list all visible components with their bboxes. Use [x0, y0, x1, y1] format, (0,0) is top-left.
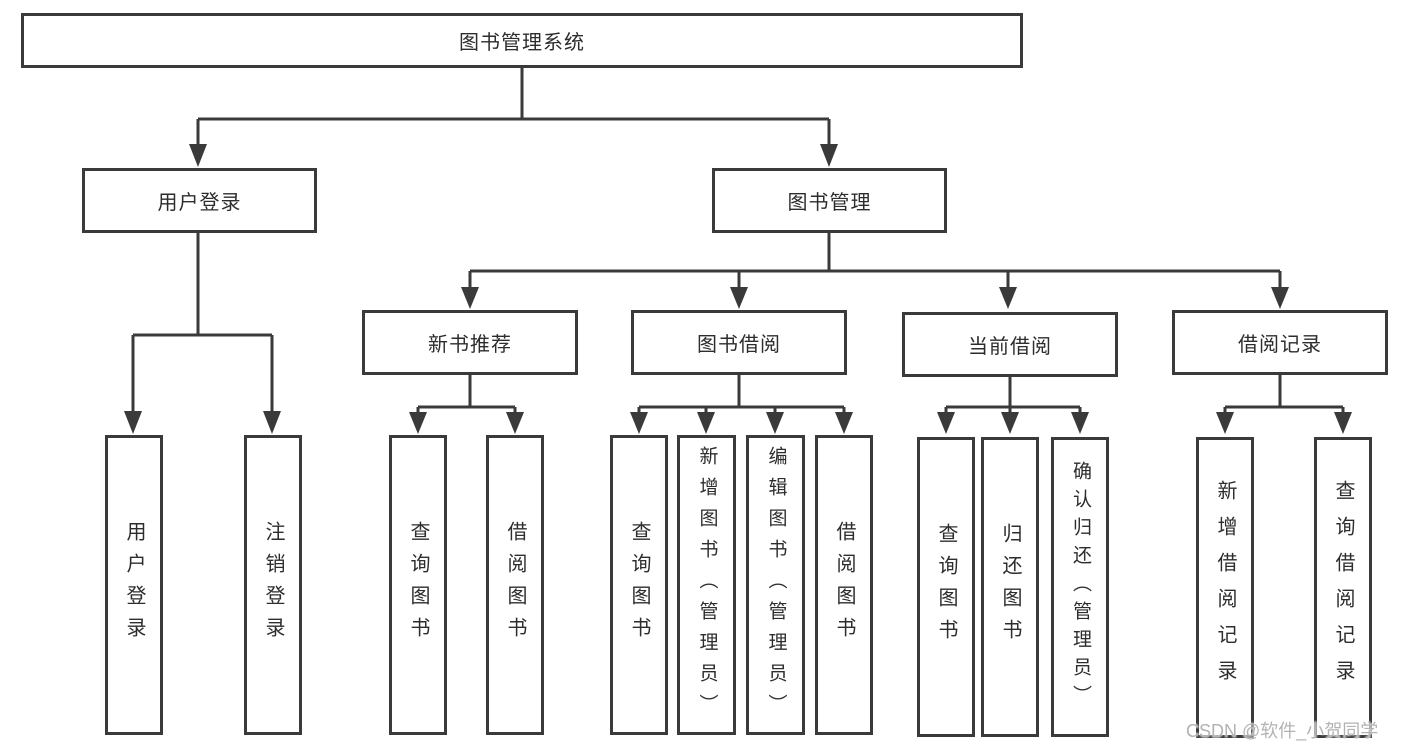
leaf-query-books-recommend: 查询图书: [389, 435, 447, 735]
node-book-management: 图书管理: [712, 168, 947, 233]
leaf-query-borrow-record: 查询借阅记录: [1314, 437, 1372, 738]
leaf-query-books-borrowing: 查询图书: [610, 435, 668, 735]
leaf-edit-books-admin: 编辑图书（管理员）: [746, 435, 805, 735]
leaf-add-books-admin: 新增图书（管理员）: [677, 435, 736, 735]
node-new-book-recommendation: 新书推荐: [362, 310, 578, 375]
node-user-login: 用户登录: [82, 168, 317, 233]
leaf-user-login: 用户登录: [105, 435, 163, 735]
node-current-borrowing: 当前借阅: [902, 312, 1118, 377]
leaf-add-borrow-record: 新增借阅记录: [1196, 437, 1254, 738]
csdn-watermark: CSDN @软件_小贺同学: [1186, 721, 1379, 741]
node-book-borrowing: 图书借阅: [631, 310, 847, 375]
leaf-borrow-books: 借阅图书: [815, 435, 873, 735]
leaf-return-books: 归还图书: [981, 437, 1039, 737]
node-borrowing-records: 借阅记录: [1172, 310, 1388, 375]
leaf-query-books-current: 查询图书: [917, 437, 975, 737]
leaf-confirm-return-admin: 确认归还（管理员）: [1051, 437, 1109, 737]
node-library-management-system: 图书管理系统: [21, 13, 1023, 68]
leaf-logout: 注销登录: [244, 435, 302, 735]
arrowheads: [124, 144, 1352, 434]
leaf-borrow-books-recommend: 借阅图书: [486, 435, 544, 735]
